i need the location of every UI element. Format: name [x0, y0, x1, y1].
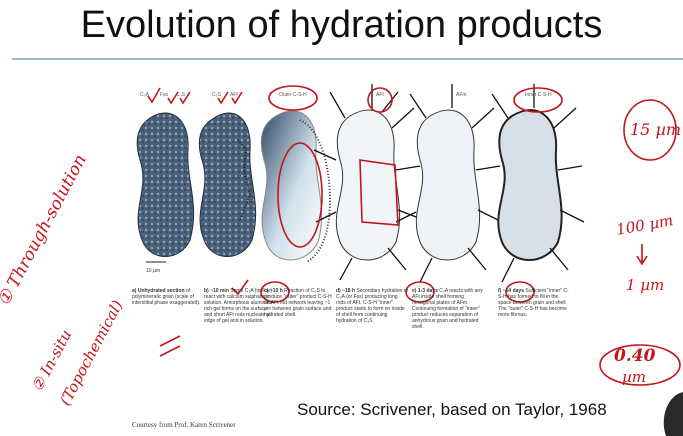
stage-c-grain [261, 111, 330, 262]
annotation-um: µm [622, 368, 646, 386]
stage-f-grain [492, 84, 584, 282]
label-b-1: C₃S [212, 92, 221, 98]
label-a-3: C₃S [176, 92, 185, 98]
scale-label: 10 µm [146, 268, 160, 274]
label-b-2: AFt [230, 92, 238, 98]
stage-b-grain [199, 113, 255, 256]
annotation-15um: 15 µm [630, 120, 681, 139]
caption-e: e) 1-3 days C₃A reacts with any AFt insi… [412, 288, 484, 330]
caption-c: c) ~10 h Reaction of C₃S to produce "out… [264, 288, 336, 318]
caption-e-body: C₃A reacts with any AFt inside shell for… [412, 288, 483, 330]
label-d-1: AFt [376, 92, 384, 98]
annotation-1um: 1 µm [626, 276, 664, 294]
caption-a: a) Unhydrated section of polymineralic g… [132, 288, 204, 306]
caption-d: d) ~18 h Secondary hydration of C₃A (or … [336, 288, 408, 324]
source-citation: Source: Scrivener, based on Taylor, 1968 [297, 400, 607, 420]
label-f-1: Inner C-S-H [525, 92, 552, 98]
stage-a-grain [137, 113, 193, 256]
caption-f: f) ~14 days Sufficient "inner" C-S-H has… [498, 288, 570, 318]
label-a-1: C₃A [140, 92, 149, 98]
stage-e-grain [396, 84, 502, 282]
label-e-1: AFm [456, 92, 467, 98]
caption-d-body: Secondary hydration of C₃A (or Fss) prod… [336, 288, 408, 324]
label-c-1: Outer C-S-H [279, 92, 307, 98]
presenter-corner [664, 392, 683, 436]
courtesy-credit: Courtesy from Prof. Karen Scrivener [132, 421, 236, 429]
label-a-2: Fss [160, 92, 168, 98]
stage-d-grain [314, 84, 424, 280]
annotation-0-40: 0.40 [614, 346, 655, 366]
